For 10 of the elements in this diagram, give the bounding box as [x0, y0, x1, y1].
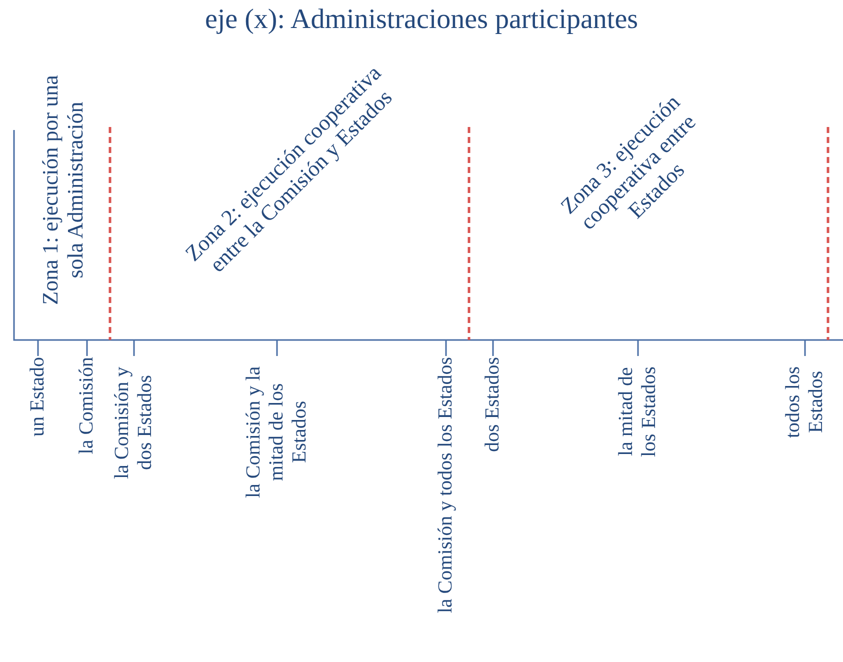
tick-label: la Comisión y todos los Estados — [434, 357, 458, 614]
tick-label: un Estado — [26, 357, 50, 436]
axis-title: eje (x): Administraciones participantes — [204, 4, 640, 36]
zone-label: Zona 1: ejecución por una sola Administración — [38, 74, 88, 307]
tick-label: la mitad de los Estados — [615, 366, 661, 460]
tick-label: la Comisión y dos Estados — [111, 366, 157, 482]
tick-label: dos Estados — [482, 357, 504, 452]
tick-label: todos los Estados — [782, 365, 828, 440]
tick-label: la Comisión y la mitad de los Estados — [242, 365, 312, 500]
tick-label: la Comisión — [76, 357, 98, 454]
